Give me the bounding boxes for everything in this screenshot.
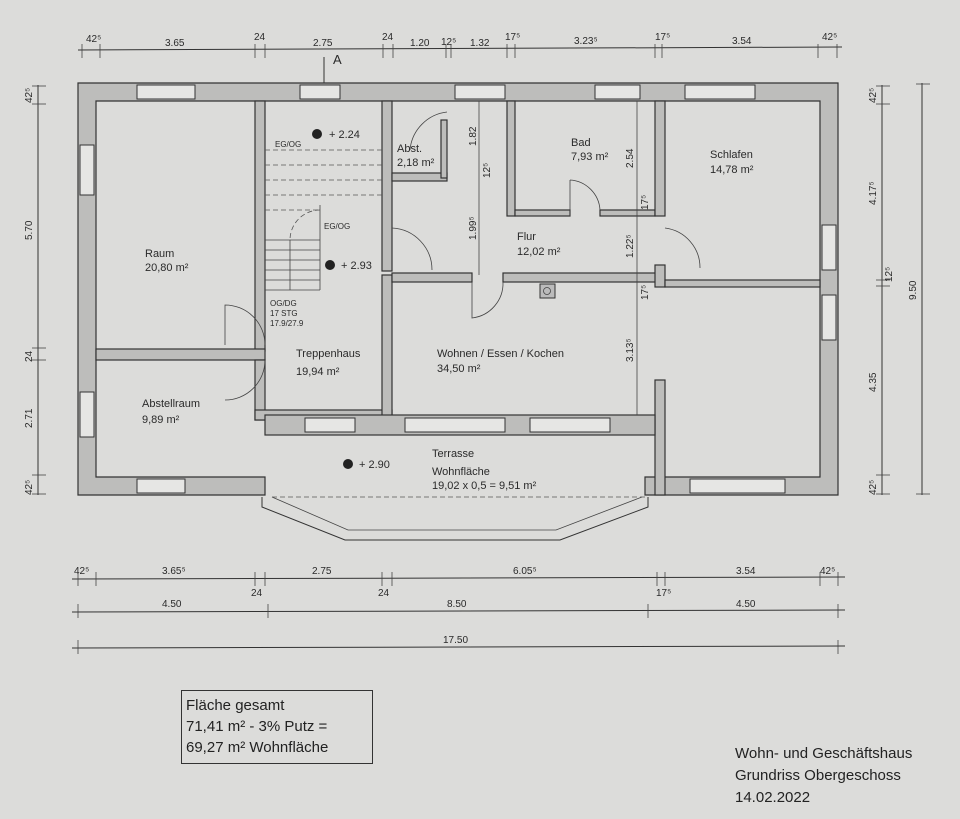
section-marker: A <box>333 52 342 67</box>
dim-inner-7: 3.13⁵ <box>625 338 636 362</box>
dim-inner-6: 17⁵ <box>640 285 651 300</box>
stair-ratio: 17.9/27.9 <box>270 319 304 328</box>
terrace <box>261 496 649 541</box>
dim-bottom-total: 17.50 <box>443 635 468 646</box>
dim-top-1: 3.65 <box>165 38 185 49</box>
level-icon <box>325 260 335 270</box>
dim-inner-5: 1.22⁵ <box>625 234 636 258</box>
dim-right-1: 4.17⁵ <box>868 181 879 205</box>
dim-inner-4: 17⁵ <box>640 195 651 210</box>
room-treppenhaus-area: 19,94 m² <box>296 366 340 378</box>
staircase: EG/OG EG/OG OG/DG 17 STG 17.9/27.9 <box>265 140 382 328</box>
dim-top-10: 17⁵ <box>655 32 670 43</box>
room-flur-name: Flur <box>517 231 536 243</box>
title-block: Wohn- und Geschäftshaus Grundriss Oberge… <box>735 743 912 809</box>
dim-top-6: 12⁵ <box>441 37 456 48</box>
chimney <box>539 283 556 299</box>
doors <box>224 111 701 401</box>
dim-left-4: 42⁵ <box>24 480 35 495</box>
dim-top-5: 1.20 <box>410 38 430 49</box>
title-line-1: Wohn- und Geschäftshaus <box>735 745 913 762</box>
dim-bottom-8: 42⁵ <box>820 566 835 577</box>
dim-inner-3: 2.54 <box>625 148 636 168</box>
dim-bottom-4: 24 <box>378 588 390 599</box>
dim-bottom-6: 17⁵ <box>656 588 671 599</box>
room-terrasse-label: Wohnfläche <box>432 466 490 478</box>
summary-line-2: 71,41 m² - 3% Putz = <box>186 718 328 735</box>
room-wohnen-area: 34,50 m² <box>437 363 481 375</box>
dim-bottom2-2: 4.50 <box>736 599 756 610</box>
room-schlafen-area: 14,78 m² <box>710 164 754 176</box>
room-labels: Raum 20,80 m² Abstellraum 9,89 m² Treppe… <box>142 137 754 492</box>
level-1: + 2.24 <box>329 129 360 141</box>
room-abstellraum-area: 9,89 m² <box>142 414 180 426</box>
room-terrasse-calc: 19,02 x 0,5 = 9,51 m² <box>432 480 537 492</box>
stair-label-eg-og-1: EG/OG <box>275 140 301 149</box>
dim-bottom-5: 6.05⁵ <box>513 566 537 577</box>
dim-bottom-1: 3.65⁵ <box>162 566 186 577</box>
dim-top-2: 24 <box>254 32 266 43</box>
walls <box>77 82 839 496</box>
dim-right-2: 12⁵ <box>884 267 895 282</box>
dim-right-total: 9.50 <box>908 280 919 300</box>
dim-right-0: 42⁵ <box>868 88 879 103</box>
dim-bottom2-1: 8.50 <box>447 599 467 610</box>
room-terrasse-name: Terrasse <box>432 448 474 460</box>
dim-top-9: 3.23⁵ <box>574 36 598 47</box>
dim-left-0: 42⁵ <box>24 88 35 103</box>
level-2: + 2.93 <box>341 260 372 272</box>
room-abst-area: 2,18 m² <box>397 157 435 169</box>
dim-inner-1: 12⁵ <box>482 163 493 178</box>
level-icon <box>343 459 353 469</box>
chimney-flue-icon <box>543 287 551 295</box>
area-summary-box: Fläche gesamt 71,41 m² - 3% Putz = 69,27… <box>181 690 373 764</box>
bottom-dimension-chains: 42⁵ 3.65⁵ 24 2.75 24 6.05⁵ 17⁵ 3.54 42⁵ … <box>71 566 846 654</box>
dim-left-1: 5.70 <box>24 220 35 240</box>
dim-top-3: 2.75 <box>313 38 333 49</box>
dim-left-2: 24 <box>24 350 35 362</box>
dim-inner-2: 1.99⁵ <box>468 216 479 240</box>
dim-bottom-7: 3.54 <box>736 566 756 577</box>
room-raum-area: 20,80 m² <box>145 262 189 274</box>
dim-inner-0: 1.82 <box>468 126 479 146</box>
level-3: + 2.90 <box>359 459 390 471</box>
stair-label-eg-og-2: EG/OG <box>324 222 350 231</box>
level-markers: + 2.24 + 2.93 + 2.90 <box>312 129 390 471</box>
dim-left-3: 2.71 <box>24 408 35 428</box>
room-wohnen-name: Wohnen / Essen / Kochen <box>437 348 564 360</box>
stair-label-og-dg: OG/DG <box>270 299 297 308</box>
room-bad-area: 7,93 m² <box>571 151 609 163</box>
room-treppenhaus-name: Treppenhaus <box>296 348 361 360</box>
dim-top-8: 17⁵ <box>505 32 520 43</box>
dim-top-12: 42⁵ <box>822 32 837 43</box>
title-line-2: Grundriss Obergeschoss <box>735 767 901 784</box>
summary-line-3: 69,27 m² Wohnfläche <box>186 739 329 756</box>
title-date: 14.02.2022 <box>735 789 811 806</box>
top-dimension-chain: 42⁵ 3.65 24 2.75 24 1.20 12⁵ 1.32 17⁵ 3.… <box>77 32 843 100</box>
dim-bottom2-0: 4.50 <box>162 599 182 610</box>
dim-bottom-3: 2.75 <box>312 566 332 577</box>
room-abstellraum-name: Abstellraum <box>142 398 200 410</box>
dim-bottom-2: 24 <box>251 588 263 599</box>
dim-top-4: 24 <box>382 32 394 43</box>
dim-top-7: 1.32 <box>470 38 490 49</box>
level-icon <box>312 129 322 139</box>
dim-top-11: 3.54 <box>732 36 752 47</box>
room-schlafen-name: Schlafen <box>710 149 753 161</box>
summary-line-1: Fläche gesamt <box>186 697 285 714</box>
right-dimension-chain: 42⁵ 4.17⁵ 12⁵ 4.35 42⁵ 9.50 <box>868 83 930 495</box>
room-raum-name: Raum <box>145 248 174 260</box>
room-flur-area: 12,02 m² <box>517 246 561 258</box>
left-dimension-chain: 42⁵ 5.70 24 2.71 42⁵ <box>24 85 46 495</box>
stair-steps: 17 STG <box>270 309 298 318</box>
interior-dimensions: 1.82 12⁵ 1.99⁵ 2.54 17⁵ 1.22⁵ 17⁵ 3.13⁵ <box>468 101 651 415</box>
dim-top-0: 42⁵ <box>86 34 101 45</box>
dim-right-4: 42⁵ <box>868 480 879 495</box>
dim-bottom-0: 42⁵ <box>74 566 89 577</box>
room-abst-name: Abst. <box>397 143 422 155</box>
room-bad-name: Bad <box>571 137 591 149</box>
dim-right-3: 4.35 <box>868 372 879 392</box>
windows <box>79 84 837 494</box>
